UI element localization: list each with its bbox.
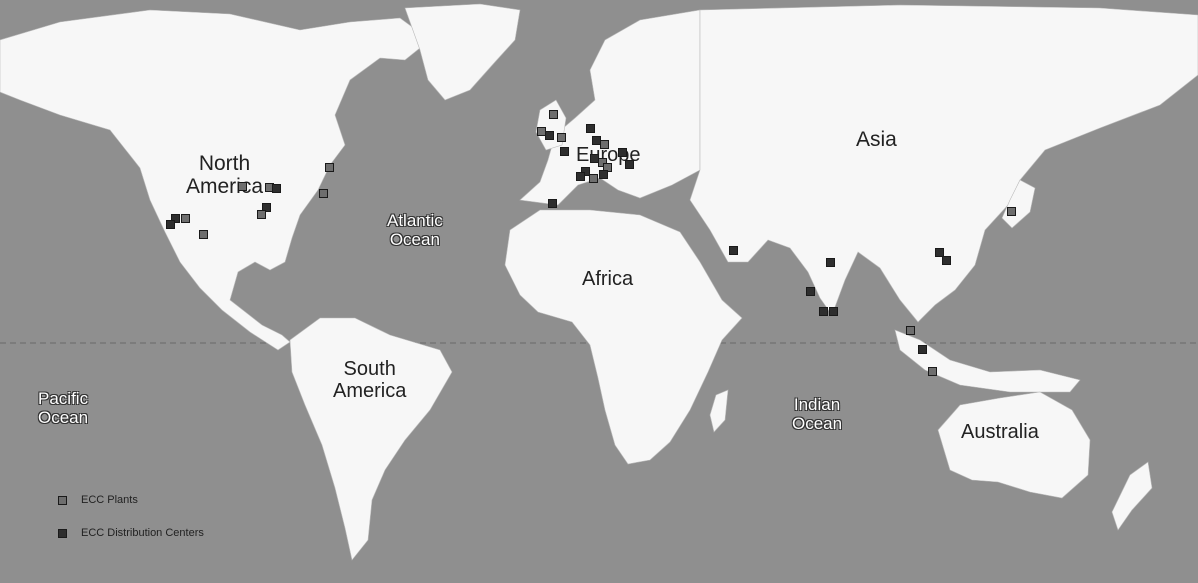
plant-marker xyxy=(325,163,334,172)
distribution-center-marker xyxy=(618,148,627,157)
japan-landmass xyxy=(1001,179,1036,229)
distribution-center-marker xyxy=(548,199,557,208)
north-america-label: North America xyxy=(186,152,263,198)
plant-marker xyxy=(319,189,328,198)
distribution-center-marker xyxy=(599,170,608,179)
distribution-center-marker xyxy=(729,246,738,255)
plant-marker xyxy=(589,174,598,183)
north-america-landmass xyxy=(0,9,431,351)
distribution-center-marker xyxy=(586,124,595,133)
plant-marker xyxy=(906,326,915,335)
indonesia-landmass xyxy=(894,329,1081,393)
legend-swatch-dc xyxy=(58,528,67,538)
plant-marker xyxy=(1007,207,1016,216)
north-america-label-line2: America xyxy=(186,175,264,199)
plant-marker xyxy=(928,367,937,376)
asia-landmass xyxy=(689,4,1198,323)
new-zealand-landmass xyxy=(1111,461,1153,531)
africa-landmass xyxy=(504,209,743,465)
legend-swatch-plant xyxy=(58,495,67,505)
plant-marker xyxy=(600,140,609,149)
indian-ocean-label-line2: Ocean xyxy=(792,413,843,433)
distribution-center-marker xyxy=(826,258,835,267)
plant-marker xyxy=(181,214,190,223)
distribution-center-marker xyxy=(918,345,927,354)
distribution-center-marker xyxy=(935,248,944,257)
distribution-center-marker xyxy=(819,307,828,316)
distribution-center-marker xyxy=(560,147,569,156)
distribution-center-marker xyxy=(829,307,838,316)
atlantic-ocean-label-line1: Atlantic xyxy=(387,211,443,230)
distribution-center-marker xyxy=(272,184,281,193)
indian-ocean-label: Indian Ocean xyxy=(792,395,843,433)
distribution-center-marker xyxy=(806,287,815,296)
south-america-label-line1: South xyxy=(343,358,396,380)
plant-marker xyxy=(549,110,558,119)
africa-label: Africa xyxy=(582,268,634,290)
distribution-center-marker xyxy=(545,131,554,140)
distribution-center-marker xyxy=(262,203,271,212)
legend-item-plants: ECC Plants xyxy=(58,494,138,506)
asia-label: Asia xyxy=(856,128,897,151)
legend-item-dc: ECC Distribution Centers xyxy=(58,527,204,539)
atlantic-ocean-label: Atlantic Ocean xyxy=(387,211,443,249)
distribution-center-marker xyxy=(166,220,175,229)
distribution-center-marker xyxy=(942,256,951,265)
pacific-ocean-label: Pacific Ocean xyxy=(38,389,89,427)
plant-marker xyxy=(257,210,266,219)
distribution-center-marker xyxy=(171,214,180,223)
south-america-landmass xyxy=(289,317,453,561)
australia-landmass xyxy=(937,391,1091,499)
indian-ocean-label-line1: Indian xyxy=(793,395,841,414)
british-isles-landmass xyxy=(535,99,567,151)
south-america-label: South America xyxy=(333,358,406,402)
distribution-center-marker xyxy=(581,167,590,176)
south-america-label-line2: America xyxy=(333,380,407,402)
pacific-ocean-label-line2: Ocean xyxy=(38,407,89,427)
legend-label-dc: ECC Distribution Centers xyxy=(81,527,204,539)
greenland-landmass xyxy=(404,3,521,101)
australia-label: Australia xyxy=(961,421,1039,443)
atlantic-ocean-label-line2: Ocean xyxy=(389,229,440,249)
madagascar-landmass xyxy=(709,389,729,433)
distribution-center-marker xyxy=(576,172,585,181)
plant-marker xyxy=(238,182,247,191)
plant-marker xyxy=(557,133,566,142)
north-america-label-line1: North xyxy=(198,152,251,175)
distribution-center-marker xyxy=(625,160,634,169)
plant-marker xyxy=(199,230,208,239)
plant-marker xyxy=(598,158,607,167)
legend-label-plants: ECC Plants xyxy=(81,494,138,506)
pacific-ocean-label-line1: Pacific xyxy=(38,389,89,408)
